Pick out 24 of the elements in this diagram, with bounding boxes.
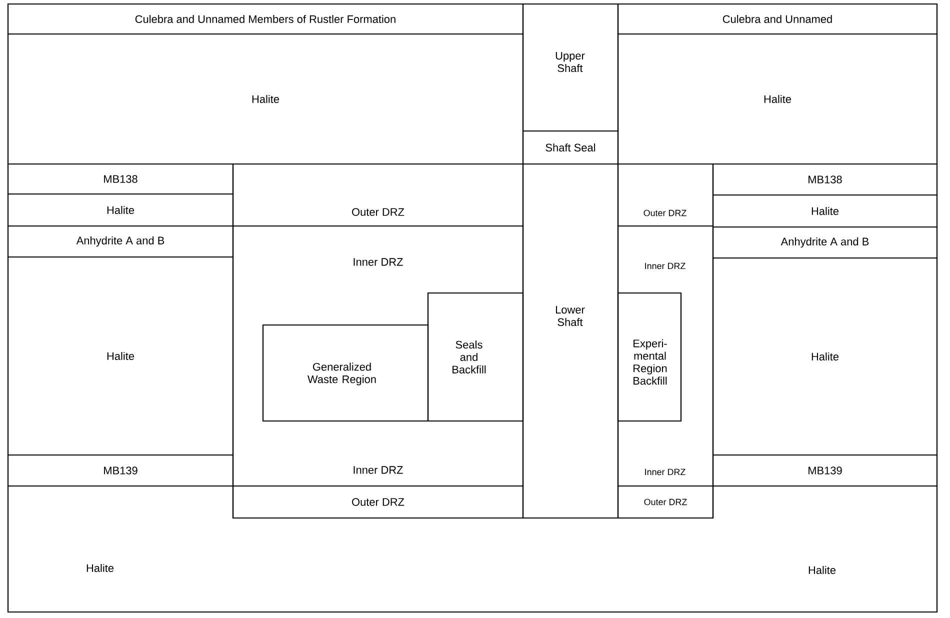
rock-layer: Halite (617, 33, 938, 165)
rock-layer: Culebra and Unnamed (617, 3, 938, 35)
rock-layer: Halite (712, 257, 938, 456)
rock-layer: Upper Shaft (522, 3, 619, 132)
rock-layer: Outer DRZ (232, 485, 524, 519)
rock-layer: Halite (7, 33, 524, 165)
rock-layer: MB138 (712, 163, 938, 196)
rock-layer: Anhydrite A and B (7, 225, 234, 258)
rock-layer: MB139 (7, 454, 234, 487)
rock-layer: MB139 (712, 454, 938, 487)
rock-layer: Seals and Backfill (427, 292, 524, 422)
rock-layer: Halite (7, 256, 234, 456)
rock-layer: Outer DRZ (617, 485, 714, 519)
rock-layer: Lower Shaft (522, 163, 619, 519)
rock-layer: Shaft Seal (522, 130, 619, 165)
rock-layer: Outer DRZ (232, 163, 524, 227)
rock-layer: Outer DRZ (617, 163, 714, 227)
rock-layer: Experi- mental Region Backfill (617, 292, 682, 422)
rock-layer: Culebra and Unnamed Members of Rustler Formation (7, 3, 524, 35)
rock-layer: Halite (712, 194, 938, 228)
rock-layer: Anhydrite A and B (712, 226, 938, 259)
rock-layer: MB138 (7, 163, 234, 195)
rock-layer: Halite (7, 193, 234, 227)
rock-layer: Generalized Waste Region (262, 324, 429, 422)
